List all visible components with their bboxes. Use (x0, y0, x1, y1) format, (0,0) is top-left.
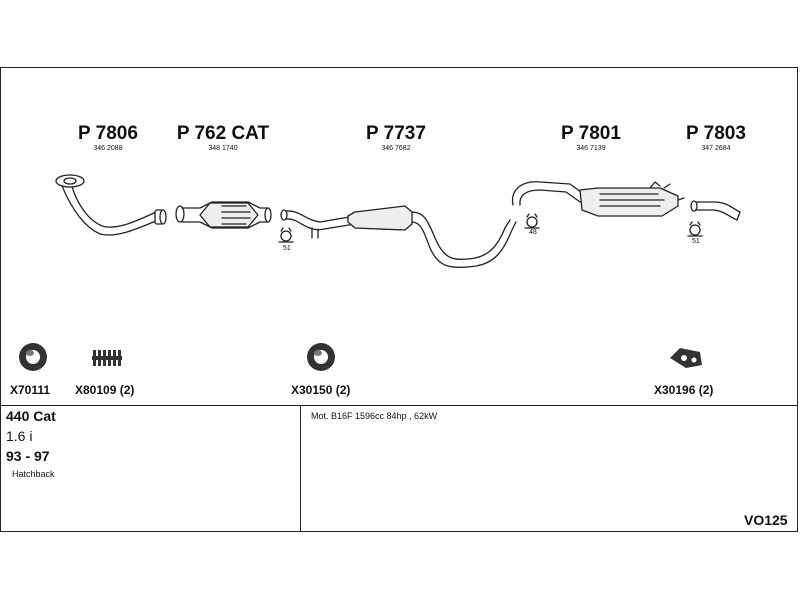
part-p762cat: P 762 CAT 348 1740 (170, 124, 276, 154)
vehicle-model: 440 Cat (6, 408, 56, 424)
vehicle-body: Hatchback (12, 469, 55, 479)
hanger-label-1: 51 (283, 245, 291, 252)
divider-horizontal (0, 405, 798, 406)
engine-description: Mot. B16F 1596cc 84hp , 62kW (311, 411, 438, 421)
part-code: P 7803 (686, 123, 746, 144)
part-code: P 762 CAT (176, 123, 270, 144)
divider-vertical (300, 405, 301, 532)
part-code: P 7737 (366, 123, 426, 144)
accessory-label-x70111: X70111 (10, 383, 51, 397)
part-number: 346 7139 (576, 145, 606, 152)
accessory-label-x30150: X30150 (2) (291, 383, 351, 397)
vehicle-engine-size: 1.6 i (6, 428, 33, 444)
diagram-frame (0, 67, 798, 532)
ring-clamp-icon (307, 343, 335, 371)
front-pipe-drawing (55, 174, 167, 236)
rubber-mount-icon (670, 348, 702, 368)
part-number: 348 1740 (208, 145, 238, 152)
part-p7737: P 7737 346 7682 (360, 124, 432, 154)
spring-icon (92, 350, 122, 366)
vehicle-years: 93 - 97 (6, 448, 50, 464)
accessory-label-x80109: X80109 (2) (75, 383, 135, 397)
accessory-label-x30196: X30196 (2) (654, 383, 714, 397)
hanger-drawing-2 (524, 213, 540, 229)
catalytic-converter-drawing (175, 201, 272, 229)
hanger-drawing-1 (278, 227, 294, 243)
part-number: 346 2088 (93, 145, 123, 152)
part-p7806: P 7806 346 2088 (72, 124, 144, 154)
ring-gasket-icon (19, 343, 47, 371)
rear-box-drawing (511, 181, 685, 217)
part-code: P 7801 (561, 123, 621, 144)
part-p7803: P 7803 347 2684 (678, 124, 754, 154)
tail-pipe-drawing (690, 200, 741, 221)
part-number: 347 2684 (701, 145, 731, 152)
hanger-label-2: 48 (529, 229, 537, 236)
hanger-label-3: 51 (692, 238, 700, 245)
centre-section-drawing (280, 205, 517, 269)
hanger-drawing-3 (687, 221, 703, 237)
part-number: 346 7682 (381, 145, 411, 152)
reference-code: VO125 (744, 512, 788, 528)
part-code: P 7806 (78, 123, 138, 144)
part-p7801: P 7801 346 7139 (555, 124, 627, 154)
